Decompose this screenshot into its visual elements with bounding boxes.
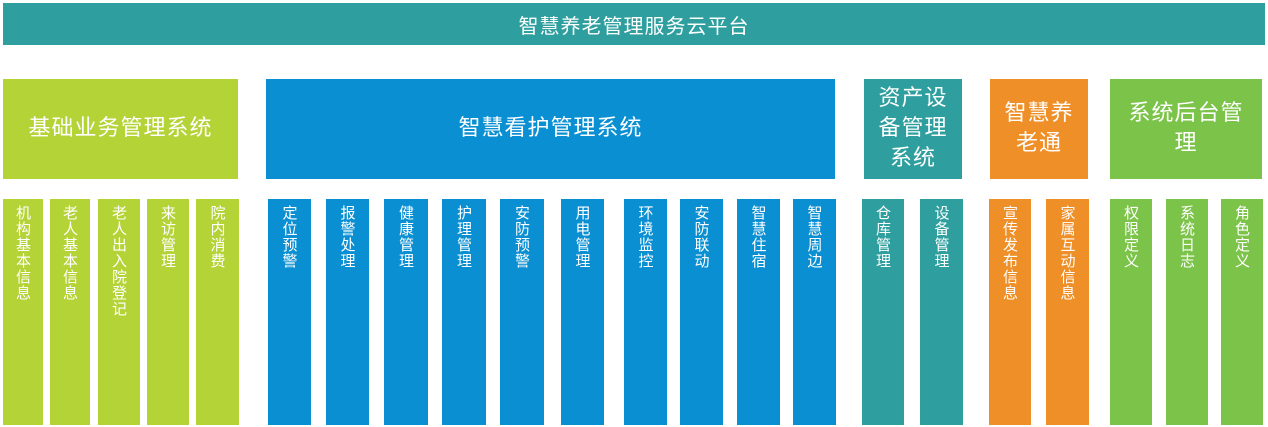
module-nursing-management: 护理管理 — [442, 199, 486, 425]
module-admission-discharge: 老人出入院登记 — [98, 199, 140, 425]
module-role-definition: 角色定义 — [1221, 199, 1263, 425]
module-electricity-management: 用电管理 — [561, 199, 604, 425]
module-equipment-management: 设备管理 — [920, 199, 963, 425]
module-institution-info: 机构基本信息 — [3, 199, 43, 425]
module-smart-accommodation: 智慧住宿 — [737, 199, 780, 425]
module-smart-surroundings: 智慧周边 — [793, 199, 836, 425]
module-security-linkage: 安防联动 — [680, 199, 723, 425]
module-security-alert: 安防预警 — [500, 199, 544, 425]
module-internal-consumption: 院内消费 — [196, 199, 239, 425]
system-basic-business: 基础业务管理系统 — [3, 79, 238, 179]
module-environment-monitoring: 环境监控 — [624, 199, 667, 425]
module-health-management: 健康管理 — [384, 199, 428, 425]
module-system-log: 系统日志 — [1166, 199, 1208, 425]
module-warehouse-management: 仓库管理 — [862, 199, 904, 425]
module-visitor-management: 来访管理 — [147, 199, 189, 425]
module-elder-basic-info: 老人基本信息 — [50, 199, 90, 425]
platform-title: 智慧养老管理服务云平台 — [3, 3, 1265, 45]
module-publicity-info: 宣传发布信息 — [989, 199, 1031, 425]
system-smart-elder-care: 智慧养老通 — [990, 79, 1088, 179]
module-family-interaction: 家属互动信息 — [1046, 199, 1089, 425]
system-smart-care: 智慧看护管理系统 — [266, 79, 835, 179]
module-location-alert: 定位预警 — [268, 199, 311, 425]
module-permission-definition: 权限定义 — [1110, 199, 1152, 425]
system-asset-equipment: 资产设备管理系统 — [864, 79, 962, 179]
system-admin-backend: 系统后台管理 — [1110, 79, 1262, 179]
module-alarm-handling: 报警处理 — [326, 199, 369, 425]
